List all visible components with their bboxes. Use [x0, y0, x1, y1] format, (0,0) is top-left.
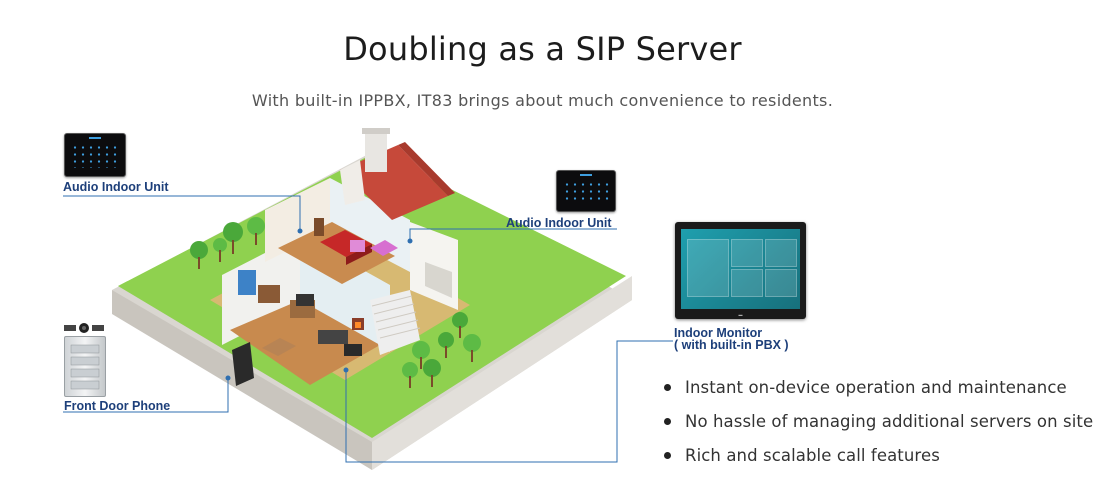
feature-item: Instant on-device operation and maintena…	[664, 370, 1093, 404]
ground-floor	[230, 300, 380, 385]
camera-icon	[64, 323, 104, 333]
kid-bed	[350, 240, 365, 252]
trees	[190, 217, 481, 388]
door-phone-camera-strip	[64, 322, 104, 334]
indoor-monitor-subtitle: ( with built-in PBX )	[674, 338, 789, 352]
audio-indoor-unit-right-device	[556, 170, 616, 212]
indoor-monitor-label: Indoor Monitor ( with built-in PBX )	[674, 326, 789, 352]
indoor-monitor-title: Indoor Monitor	[674, 326, 763, 340]
page-title: Doubling as a SIP Server	[343, 30, 742, 68]
sofa	[318, 330, 348, 344]
front-door-phone-label: Front Door Phone	[64, 399, 171, 413]
feature-item: Rich and scalable call features	[664, 438, 1093, 472]
indoor-monitor-device: ▬	[675, 222, 806, 319]
upper-floor	[278, 222, 395, 284]
page-subtitle: With built-in IPPBX, IT83 brings about m…	[251, 91, 834, 110]
feature-item: No hassle of managing additional servers…	[664, 404, 1093, 438]
kitchen-cabinet	[238, 270, 256, 295]
stairs	[370, 290, 420, 355]
monitor-screen	[681, 229, 800, 309]
monitor-brand-mark: ▬	[738, 312, 743, 317]
feature-list: Instant on-device operation and maintena…	[664, 370, 1093, 472]
bullet-icon	[664, 451, 671, 459]
connector-lines	[63, 195, 673, 463]
audio-indoor-unit-right-label: Audio Indoor Unit	[506, 216, 612, 230]
chimney	[365, 132, 387, 172]
bullet-icon	[664, 417, 671, 425]
bullet-icon	[664, 383, 671, 391]
door-panel	[232, 342, 254, 386]
front-door-phone-device	[64, 336, 106, 397]
audio-indoor-unit-left-device	[64, 133, 126, 177]
audio-indoor-unit-left-label: Audio Indoor Unit	[63, 180, 169, 194]
